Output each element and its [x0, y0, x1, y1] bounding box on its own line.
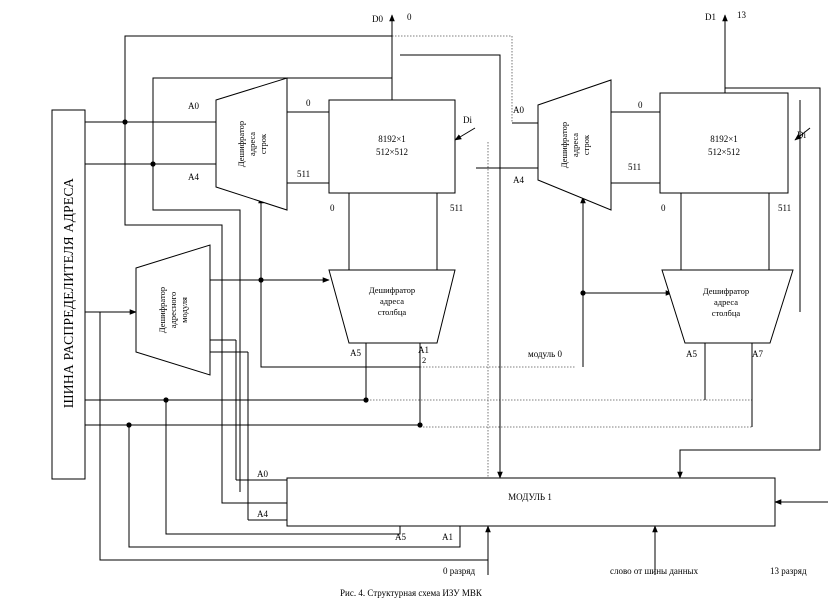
- bank1-col-addr-last: A7: [752, 349, 763, 359]
- bank0-row-addr-first: A0: [188, 101, 199, 111]
- bank1-memory-array: 8192×1 512×512: [659, 92, 789, 194]
- bank0-row-addr-last: A4: [188, 172, 199, 182]
- bank1-row-out-last: 511: [628, 162, 641, 172]
- bank0-memory-line1: 8192×1: [378, 134, 406, 144]
- bank0-row-decoder-line1: Дешифратор: [236, 121, 246, 167]
- bank0-col-addr-last: A1: [418, 345, 429, 355]
- module1-addr-a5: A5: [395, 532, 406, 542]
- junction-dots: [122, 119, 586, 428]
- bank0-memory-line2: 512×512: [376, 147, 408, 157]
- module1-addr-a1: A1: [442, 532, 453, 542]
- bank1-row-decoder-line2: адреса: [570, 133, 580, 157]
- bank0-row-decoder-line3: строк: [258, 133, 268, 154]
- module-decoder-line1: Дешифратор: [157, 287, 167, 333]
- bank0-output-label: D0: [372, 14, 383, 24]
- bank0-input-label: Di: [463, 115, 472, 125]
- bank1-row-decoder: Дешифратор адреса строк: [537, 79, 612, 211]
- bank0-column-decoder: Дешифратор адреса столбца: [328, 269, 456, 344]
- bank1-col-decoder-line3: столбца: [712, 308, 741, 318]
- bank0-module-label: модуль 0: [528, 349, 562, 359]
- bank0-row-decoder-line2: адреса: [247, 132, 257, 156]
- bit13-label: 13 разряд: [770, 566, 807, 576]
- bank1-memory-line2: 512×512: [708, 147, 740, 157]
- bank1-col-addr-first: A5: [686, 349, 697, 359]
- bank0-col-addr-last-sub: 2: [422, 355, 426, 365]
- bank0-row-decoder: Дешифратор адреса строк: [215, 77, 288, 211]
- bank1-input-label: Di: [797, 130, 806, 140]
- bank1-col-decoder-line1: Дешифратор: [703, 286, 749, 296]
- wiring: [85, 14, 828, 575]
- bank1-col-out-first: 0: [661, 203, 666, 213]
- bank0-output-bit: 0: [407, 12, 412, 22]
- bank1-row-addr-last: A4: [513, 175, 524, 185]
- bank0-row-out-last: 511: [297, 169, 310, 179]
- bank0-col-decoder-line1: Дешифратор: [369, 285, 415, 295]
- bank1-output-label: D1: [705, 12, 716, 22]
- bank0-col-decoder-line2: адреса: [380, 296, 404, 306]
- address-bus-label: ШИНА РАСПРЕДЕЛИТЕЛЯ АДРЕСА: [61, 178, 76, 408]
- address-bus: ШИНА РАСПРЕДЕЛИТЕЛЯ АДРЕСА: [51, 109, 86, 480]
- bank1-row-out-first: 0: [638, 100, 643, 110]
- bank1-col-decoder-line2: адреса: [714, 297, 738, 307]
- bank0-row-out-first: 0: [306, 98, 311, 108]
- bank1-col-out-last: 511: [778, 203, 791, 213]
- bank1-output-bit: 13: [737, 10, 747, 20]
- bank0-col-out-first: 0: [330, 203, 335, 213]
- bank0-col-decoder-line3: столбца: [378, 307, 407, 317]
- bank1-row-addr-first: A0: [513, 105, 524, 115]
- bank0-col-out-last: 511: [450, 203, 463, 213]
- module1-block: МОДУЛЬ 1: [286, 477, 776, 527]
- module1-label: МОДУЛЬ 1: [508, 492, 552, 502]
- bank1-memory-line1: 8192×1: [710, 134, 738, 144]
- bit0-label: 0 разряд: [443, 566, 475, 576]
- module1-addr-a4: A4: [257, 509, 268, 519]
- bank1-column-decoder: Дешифратор адреса столбца: [661, 269, 794, 344]
- module1-addr-a0: A0: [257, 469, 268, 479]
- bank0-col-addr-first: A5: [350, 348, 361, 358]
- bank1-row-decoder-line3: строк: [581, 134, 591, 155]
- bank1-row-decoder-line1: Дешифратор: [559, 122, 569, 168]
- module-decoder-line2: адресного: [168, 292, 178, 328]
- module-address-decoder: Дешифратор адресного модуля: [135, 244, 211, 376]
- figure-caption: Рис. 4. Структурная схема ИЗУ МВК: [340, 588, 483, 598]
- bank0-memory-array: 8192×1 512×512: [328, 99, 456, 194]
- data-word-label: слово от шины данных: [610, 566, 699, 576]
- module-decoder-line3: модуля: [179, 297, 189, 323]
